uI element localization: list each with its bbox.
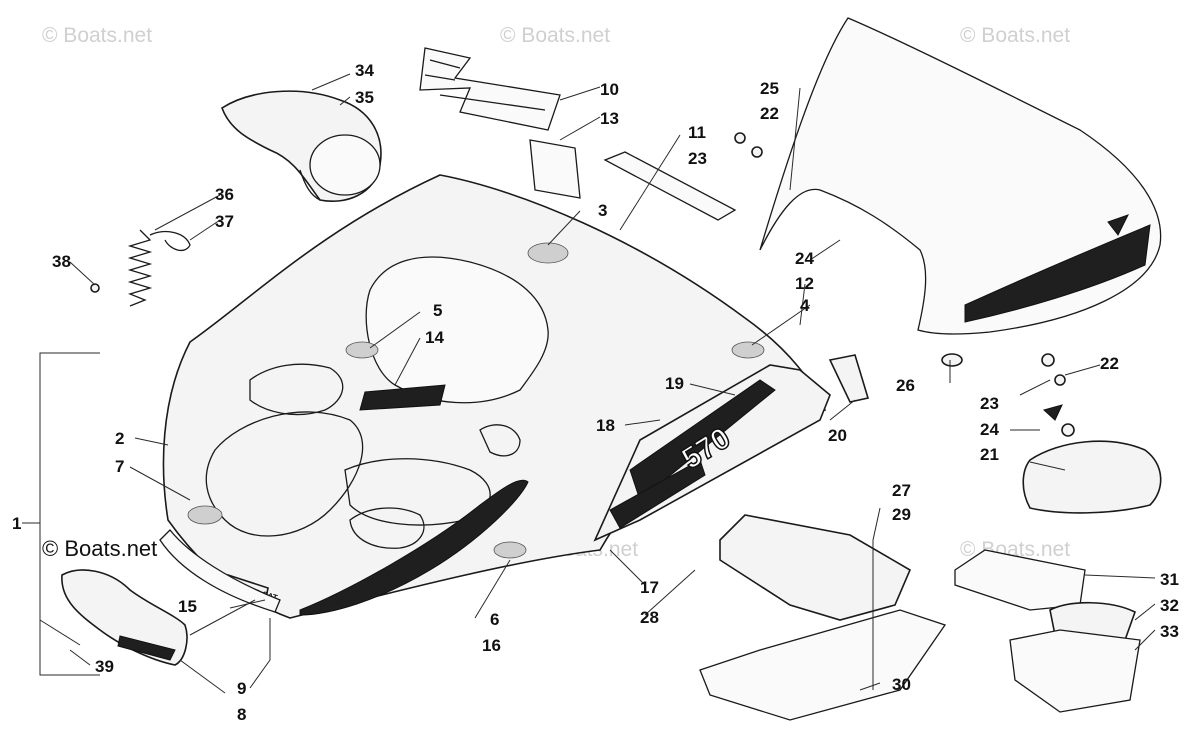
mat-32 <box>1049 601 1136 641</box>
callout-4: 4 <box>800 296 810 315</box>
callout-6: 6 <box>490 610 499 629</box>
callout-16: 16 <box>482 636 501 655</box>
callout-5: 5 <box>433 301 442 320</box>
callout-12: 12 <box>795 274 814 293</box>
callout-28: 28 <box>640 608 659 627</box>
callout-36: 36 <box>215 185 234 204</box>
callout-33: 33 <box>1160 622 1179 641</box>
watermark-top-center: © Boats.net <box>500 24 610 47</box>
windshield-arrow-icon <box>1107 214 1129 236</box>
bracket-20 <box>828 354 870 403</box>
decal-4 <box>731 341 765 359</box>
watermark-top-right: © Boats.net <box>960 24 1070 47</box>
callout-23-lower: 23 <box>980 394 999 413</box>
decal-6 <box>493 541 527 559</box>
callout-17: 17 <box>640 578 659 597</box>
callout-3: 3 <box>598 201 607 220</box>
callout-2: 2 <box>115 429 124 448</box>
hood: 570 ARCTIC CAT <box>159 174 831 619</box>
callout-14: 14 <box>425 328 444 347</box>
watermark-dark: © Boats.net <box>42 536 157 561</box>
spring-assembly <box>90 229 191 307</box>
callout-23-upper: 23 <box>688 149 707 168</box>
callout-24-upper: 24 <box>795 249 814 268</box>
leader-lines <box>22 73 1156 694</box>
callout-15: 15 <box>178 597 197 616</box>
callout-29: 29 <box>892 505 911 524</box>
mat-33 <box>1009 629 1141 713</box>
callout-11: 11 <box>688 123 706 142</box>
callout-25: 25 <box>760 79 779 98</box>
callout-8: 8 <box>237 705 246 724</box>
watermark-top-left: © Boats.net <box>42 24 152 47</box>
decal-3 <box>527 242 569 264</box>
decal-11 <box>603 151 737 221</box>
callouts: 1 2 3 4 5 6 7 8 9 10 11 12 13 14 15 16 1… <box>12 61 1179 724</box>
callout-39: 39 <box>95 657 114 676</box>
callout-30: 30 <box>892 675 911 694</box>
callout-37: 37 <box>215 212 234 231</box>
callout-1: 1 <box>12 514 21 533</box>
side-panel-21 <box>1022 440 1162 514</box>
callout-10: 10 <box>600 80 619 99</box>
callout-27: 27 <box>892 481 911 500</box>
callout-32: 32 <box>1160 596 1179 615</box>
callout-26: 26 <box>896 376 915 395</box>
windshield <box>759 17 1162 335</box>
callout-18: 18 <box>596 416 615 435</box>
decal-5 <box>345 341 379 359</box>
side-panel-arrow-icon <box>1042 404 1063 421</box>
decal-7 <box>187 505 223 525</box>
callout-22-lower: 22 <box>1100 354 1119 373</box>
callout-24-lower: 24 <box>980 420 999 439</box>
belly-pan <box>699 514 947 721</box>
callout-31: 31 <box>1160 570 1179 589</box>
callout-20: 20 <box>828 426 847 445</box>
callout-38: 38 <box>52 252 71 271</box>
callout-35: 35 <box>355 88 374 107</box>
console <box>221 90 382 202</box>
callout-22-upper: 22 <box>760 104 779 123</box>
decal-10 <box>419 47 561 131</box>
callout-13: 13 <box>600 109 619 128</box>
fastener-38 <box>90 283 100 293</box>
callout-9: 9 <box>237 679 246 698</box>
decal-13 <box>529 139 581 199</box>
callout-7: 7 <box>115 457 124 476</box>
callout-21: 21 <box>980 445 999 464</box>
callout-19: 19 <box>665 374 684 393</box>
callout-34: 34 <box>355 61 374 80</box>
nose-cap <box>61 569 188 666</box>
